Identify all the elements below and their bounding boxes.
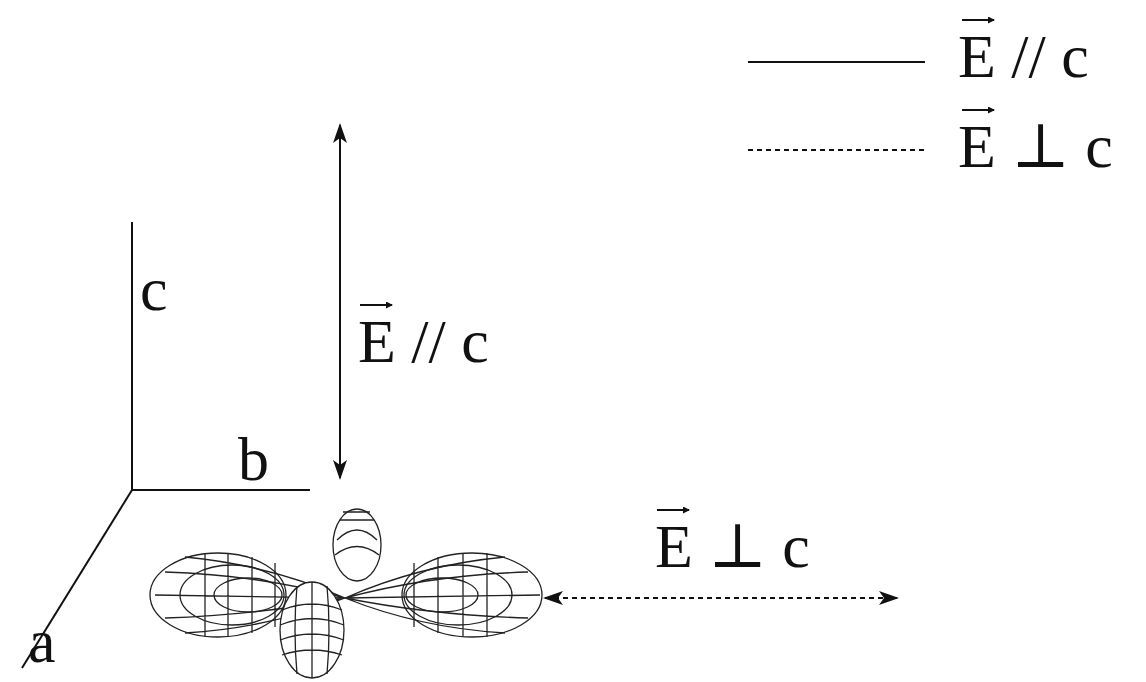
axis-label: b: [238, 428, 269, 490]
field-label: E ⊥ c: [655, 515, 810, 577]
legend-dashed-line: [748, 149, 925, 151]
field-label: E // c: [358, 310, 489, 372]
vector-arrow: [360, 304, 392, 306]
legend-text: E // c: [958, 25, 1089, 87]
field-arrow-perpendicular: [545, 597, 897, 599]
field-arrow-parallel: [339, 125, 341, 478]
vector-arrow: [962, 19, 994, 21]
axes: [22, 222, 310, 668]
orbital-shape: [150, 509, 542, 678]
legend-text: E ⊥ c: [958, 115, 1113, 177]
axis-label: c: [140, 258, 168, 320]
vector-arrow: [962, 109, 994, 111]
axis-label: a: [28, 610, 56, 672]
legend-solid-line: [748, 61, 925, 63]
vector-arrow: [657, 509, 689, 511]
